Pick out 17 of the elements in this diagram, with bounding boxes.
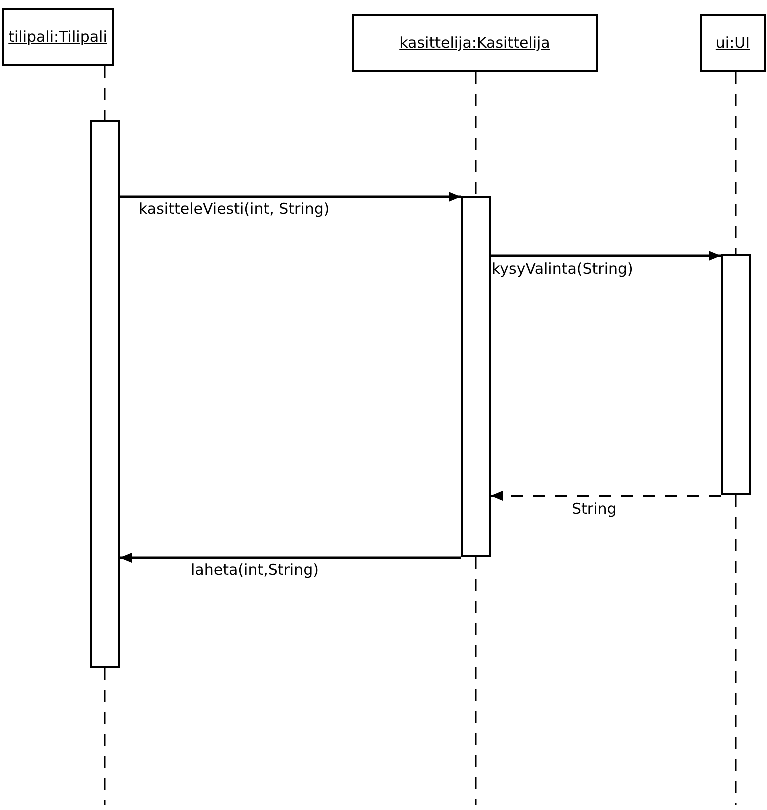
lifeline-header: tilipali:Tilipali	[2, 8, 114, 66]
message-arrow	[491, 251, 721, 261]
message-label: kasitteleViesti(int, String)	[138, 200, 331, 218]
lifeline-header: ui:UI	[700, 14, 766, 72]
lifeline-header: kasittelija:Kasittelija	[352, 14, 598, 72]
message-arrow	[120, 553, 461, 563]
lifeline	[735, 72, 737, 254]
message-label: String	[571, 500, 618, 518]
message-label: kysyValinta(String)	[491, 260, 634, 278]
lifeline	[104, 66, 106, 120]
message-arrow	[120, 192, 461, 202]
return-arrow	[491, 491, 721, 501]
activation-bar	[461, 196, 491, 557]
lifeline	[475, 72, 477, 196]
message-label: laheta(int,String)	[190, 561, 320, 579]
activation-bar	[90, 120, 120, 668]
activation-bar	[721, 254, 751, 495]
